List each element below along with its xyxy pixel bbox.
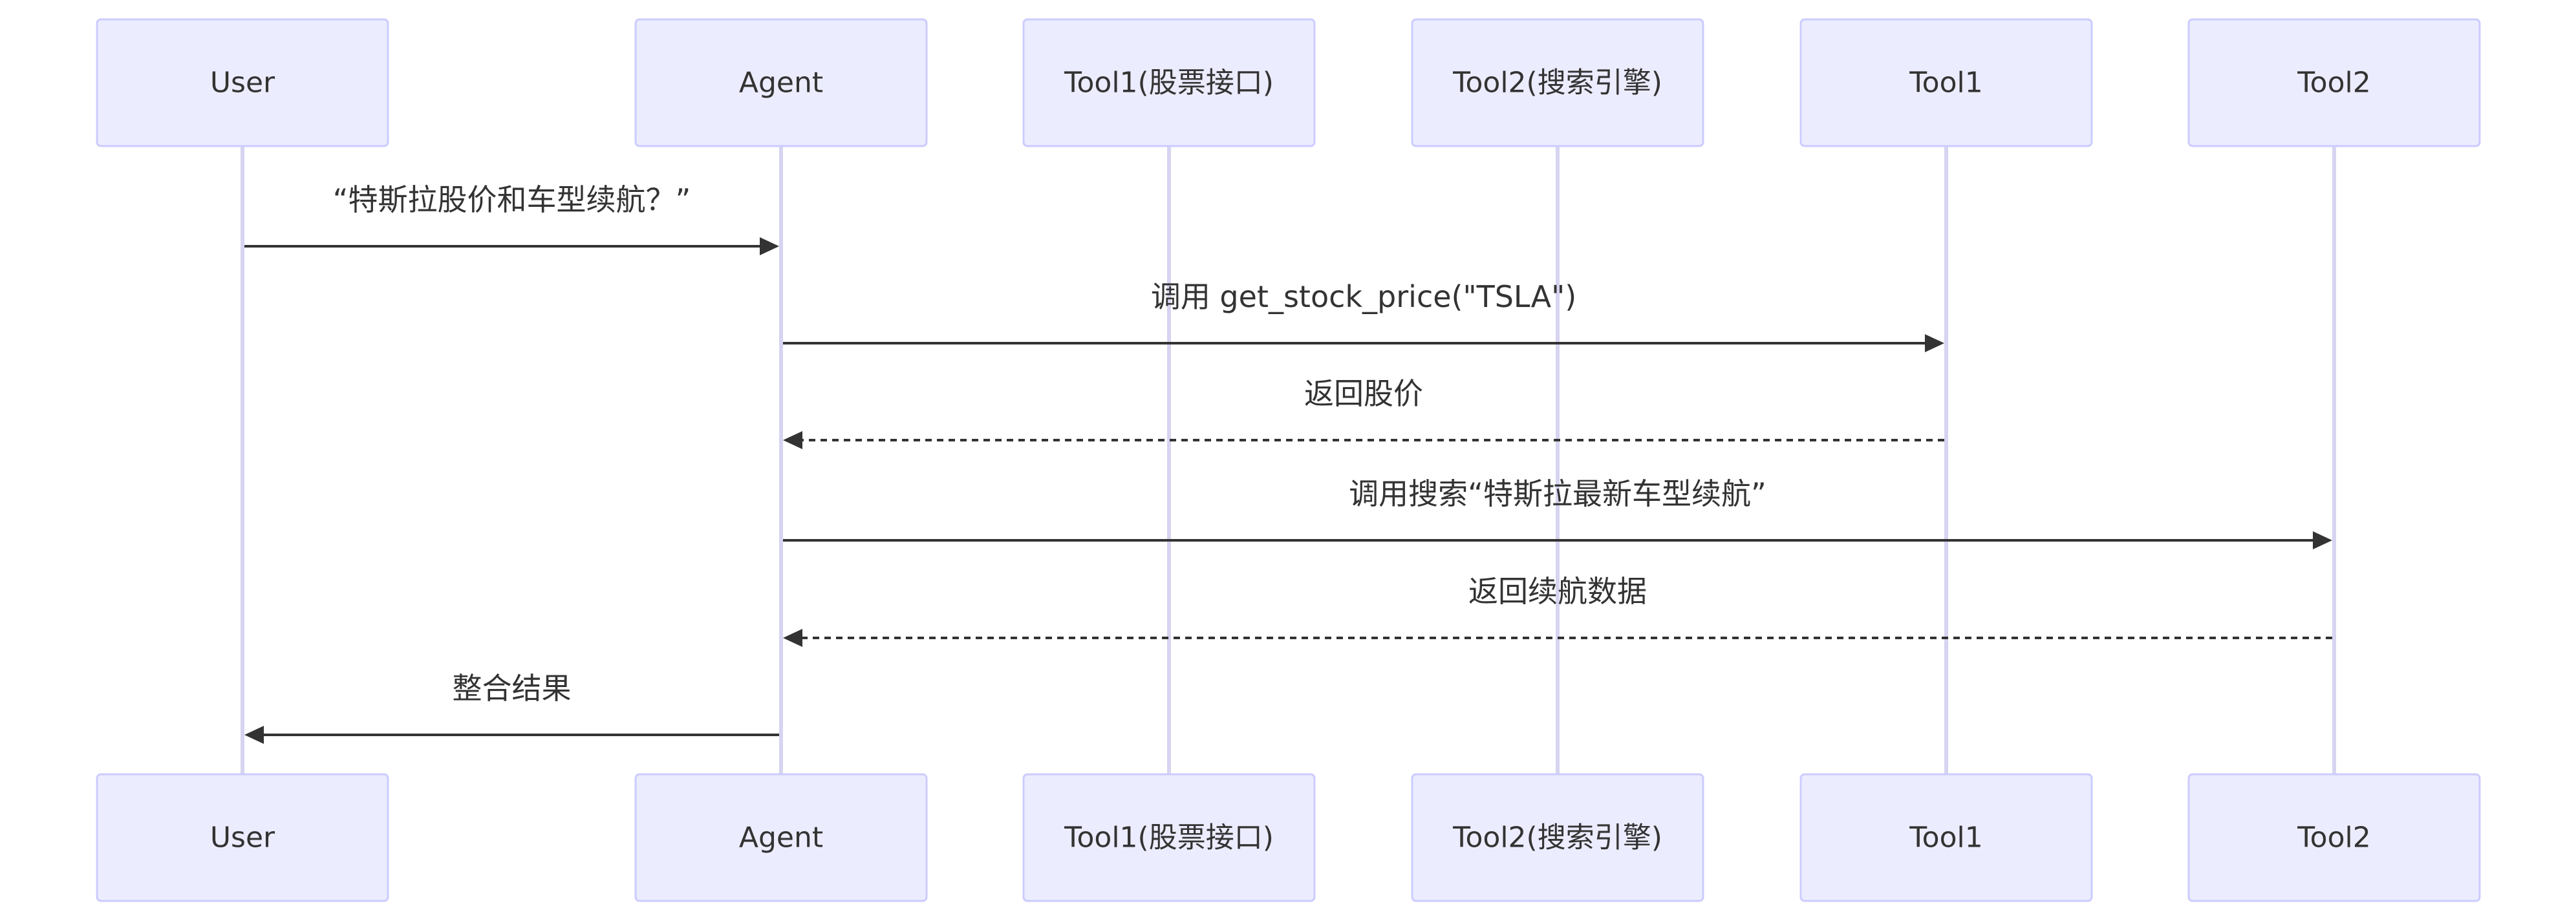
message-1: “特斯拉股价和车型续航？” (244, 182, 779, 255)
actor-top-user: User (96, 18, 389, 147)
arrowhead-icon (2313, 531, 2332, 549)
actor-top-tool1_stock: Tool1(股票接口) (1022, 18, 1316, 147)
actor-label: Tool2 (2297, 821, 2370, 854)
actor-label: Agent (739, 67, 823, 100)
actor-box (1799, 18, 2093, 147)
lifelines (241, 146, 2336, 774)
message-2: 调用 get_stock_price("TSLA") (783, 279, 1944, 352)
message-label: “特斯拉股价和车型续航？” (333, 182, 691, 217)
actor-box (634, 773, 928, 902)
actor-box (634, 18, 928, 147)
message-label: 调用 get_stock_price("TSLA") (1151, 279, 1576, 314)
actor-top-tool2_search: Tool2(搜索引擎) (1411, 18, 1704, 147)
actor-box (96, 773, 389, 902)
actor-label: Tool1 (1909, 67, 1982, 100)
message-label: 调用搜索“特斯拉最新车型续航” (1349, 476, 1766, 511)
actor-bottom-user: User (96, 773, 389, 902)
actor-bottom-tool2_search: Tool2(搜索引擎) (1411, 773, 1704, 902)
actor-top-agent: Agent (634, 18, 928, 147)
actor-box (2187, 773, 2481, 902)
actor-box (1022, 18, 1316, 147)
arrowhead-icon (1925, 334, 1944, 352)
actor-label: Tool2 (2297, 67, 2370, 100)
actor-box (1411, 18, 1704, 147)
actor-label: Tool2(搜索引擎) (1452, 821, 1662, 854)
actor-label: Tool2(搜索引擎) (1452, 67, 1662, 100)
actor-top-tool2: Tool2 (2187, 18, 2481, 147)
arrowhead-icon (760, 237, 779, 255)
message-5: 返回续航数据 (783, 574, 2332, 647)
message-label: 返回股价 (1304, 376, 1423, 411)
actor-box (96, 18, 389, 147)
actor-bottom-tool1: Tool1 (1799, 773, 2093, 902)
message-3: 返回股价 (783, 376, 1944, 449)
arrowhead-icon (783, 431, 802, 449)
actor-bottom-agent: Agent (634, 773, 928, 902)
message-6: 整合结果 (244, 671, 779, 744)
actor-label: User (210, 821, 275, 854)
actors-top: User Agent Tool1(股票接口) Tool2(搜索引擎) Tool1 Tool… (96, 18, 2481, 147)
actor-label: Tool1 (1909, 821, 1982, 854)
actor-box (2187, 18, 2481, 147)
messages: “特斯拉股价和车型续航？” 调用 get_stock_price("TSLA") 返… (244, 182, 2332, 744)
actor-label: User (210, 67, 275, 100)
actor-top-tool1: Tool1 (1799, 18, 2093, 147)
message-4: 调用搜索“特斯拉最新车型续航” (783, 476, 2332, 549)
actor-label: Agent (739, 821, 823, 854)
arrowhead-icon (244, 726, 264, 744)
message-label: 整合结果 (453, 671, 572, 706)
actor-label: Tool1(股票接口) (1064, 67, 1274, 100)
actors-bottom: User Agent Tool1(股票接口) Tool2(搜索引擎) Tool1 Tool… (96, 773, 2481, 902)
actor-label: Tool1(股票接口) (1064, 821, 1274, 854)
actor-box (1022, 773, 1316, 902)
actor-bottom-tool1_stock: Tool1(股票接口) (1022, 773, 1316, 902)
actor-bottom-tool2: Tool2 (2187, 773, 2481, 902)
arrowhead-icon (783, 629, 802, 647)
actor-box (1799, 773, 2093, 902)
actor-box (1411, 773, 1704, 902)
message-label: 返回续航数据 (1468, 574, 1647, 609)
